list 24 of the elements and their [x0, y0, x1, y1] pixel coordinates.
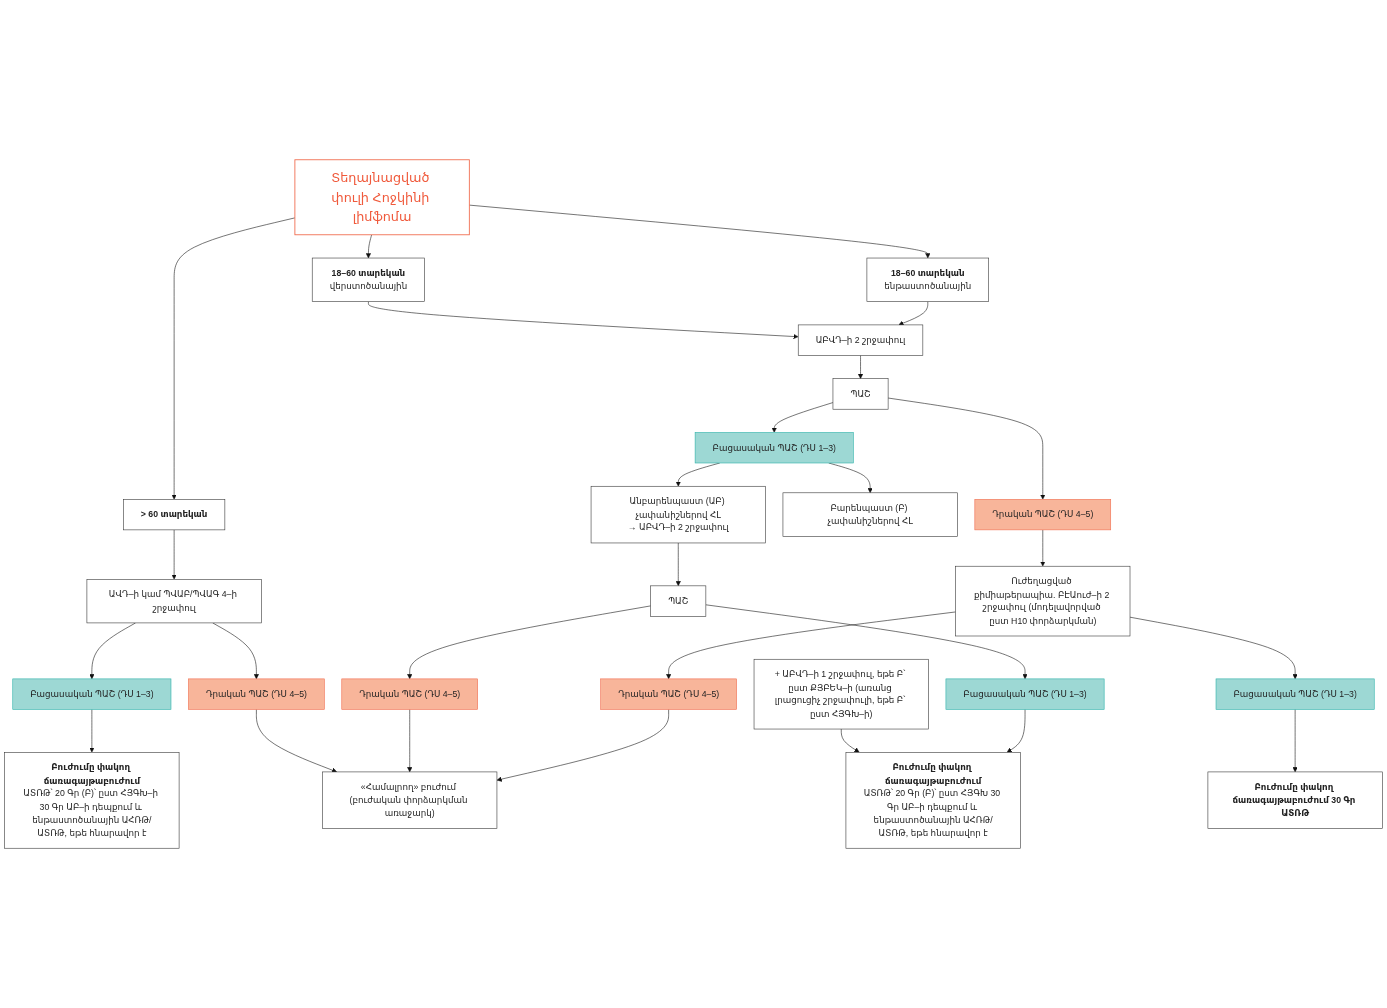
node-box: «Համալրող» բուժում (բուժական փորձարկման առաջարկ) — [322, 771, 498, 829]
node-box: Բացասական ՊԱՇ (ԴՍ 1–3) — [1215, 678, 1375, 710]
node-box: Բացասական ՊԱՇ (ԴՍ 1–3) — [694, 432, 854, 464]
node-box: + ԱԲՎԴ–ի 1 շրջափուլ, եթե Բ՝ ըստ ՔՅԲԵԿ–ի (առանց լրացուցիչ շրջափուլի, եթե Բ՝ ըստ ՀՅԳԽ–ի) — [753, 658, 929, 730]
node-box: Բուժումը փակող ճառագայթաբուժում ԱՏՌԹ՝ 20 Գր (Բ)՝ ըստ ՀՅԳԽ–ի 30 Գր ԱԲ–ի դեպքում և ենթաստոծանային ԱՀՌԹ/ԱՏՌԹ, եթե հնարավոր է — [4, 752, 180, 849]
node-box: ԱԲՎԴ–ի 2 շրջափուլ — [797, 324, 924, 356]
node-box: ՊԱՇ — [832, 378, 889, 410]
node-box: ՊԱՇ — [650, 585, 707, 617]
node-box: Դրական ՊԱՇ (ԴՍ 4–5) — [974, 499, 1111, 531]
node-box: Բացասական ՊԱՇ (ԴՍ 1–3) — [12, 678, 172, 710]
node-box: Բարենպաստ (Բ) չափանիշներով ՀԼ — [782, 492, 958, 537]
node-box: Ուժեղացված քիմիաթերապիա. ԲԷԱուժ–ի 2 շրջափուլ (մոդելավորված ըստ H10 փորձարկման) — [955, 565, 1131, 637]
node-box: 18–60 տարեկան վերստոծանային — [311, 257, 425, 302]
node-box: Անբարենպաստ (ԱԲ) չափանիշներով ՀԼ → ԱԲՎԴ–ի 2 շրջափուլ — [590, 485, 766, 544]
node-box: 18–60 տարեկան ենթաստոծանային — [866, 257, 989, 302]
node-box: ԱՎԴ–ի կամ ՊՎԱԲ/ՊՎԱԳ 4–ի շրջափուլ — [86, 579, 262, 624]
node-box: Դրական ՊԱՇ (ԴՍ 4–5) — [600, 678, 737, 710]
node-box: Դրական ՊԱՇ (ԴՍ 4–5) — [341, 678, 478, 710]
node-box: Բացասական ՊԱՇ (ԴՍ 1–3) — [945, 678, 1105, 710]
node-box: Տեղայնացված փուլի Հոջկինի լիմֆոմա — [294, 159, 470, 236]
node-box: Դրական ՊԱՇ (ԴՍ 4–5) — [188, 678, 325, 710]
node-box: Բուժումը փակող ճառագայթաբուժում 30 Գր ԱՏՌԹ — [1207, 771, 1383, 829]
node-box: Բուժումը փակող ճառագայթաբուժում ԱՏՌԹ՝ 20 Գր (Բ)՝ ըստ ՀՅԳԽ 30 Գր ԱԲ–ի դեպքում և ենթաստոծանային ԱՀՌԹ/ԱՏՌԹ, եթե հնարավոր է — [845, 752, 1021, 849]
node-box: > 60 տարեկան — [123, 499, 226, 531]
